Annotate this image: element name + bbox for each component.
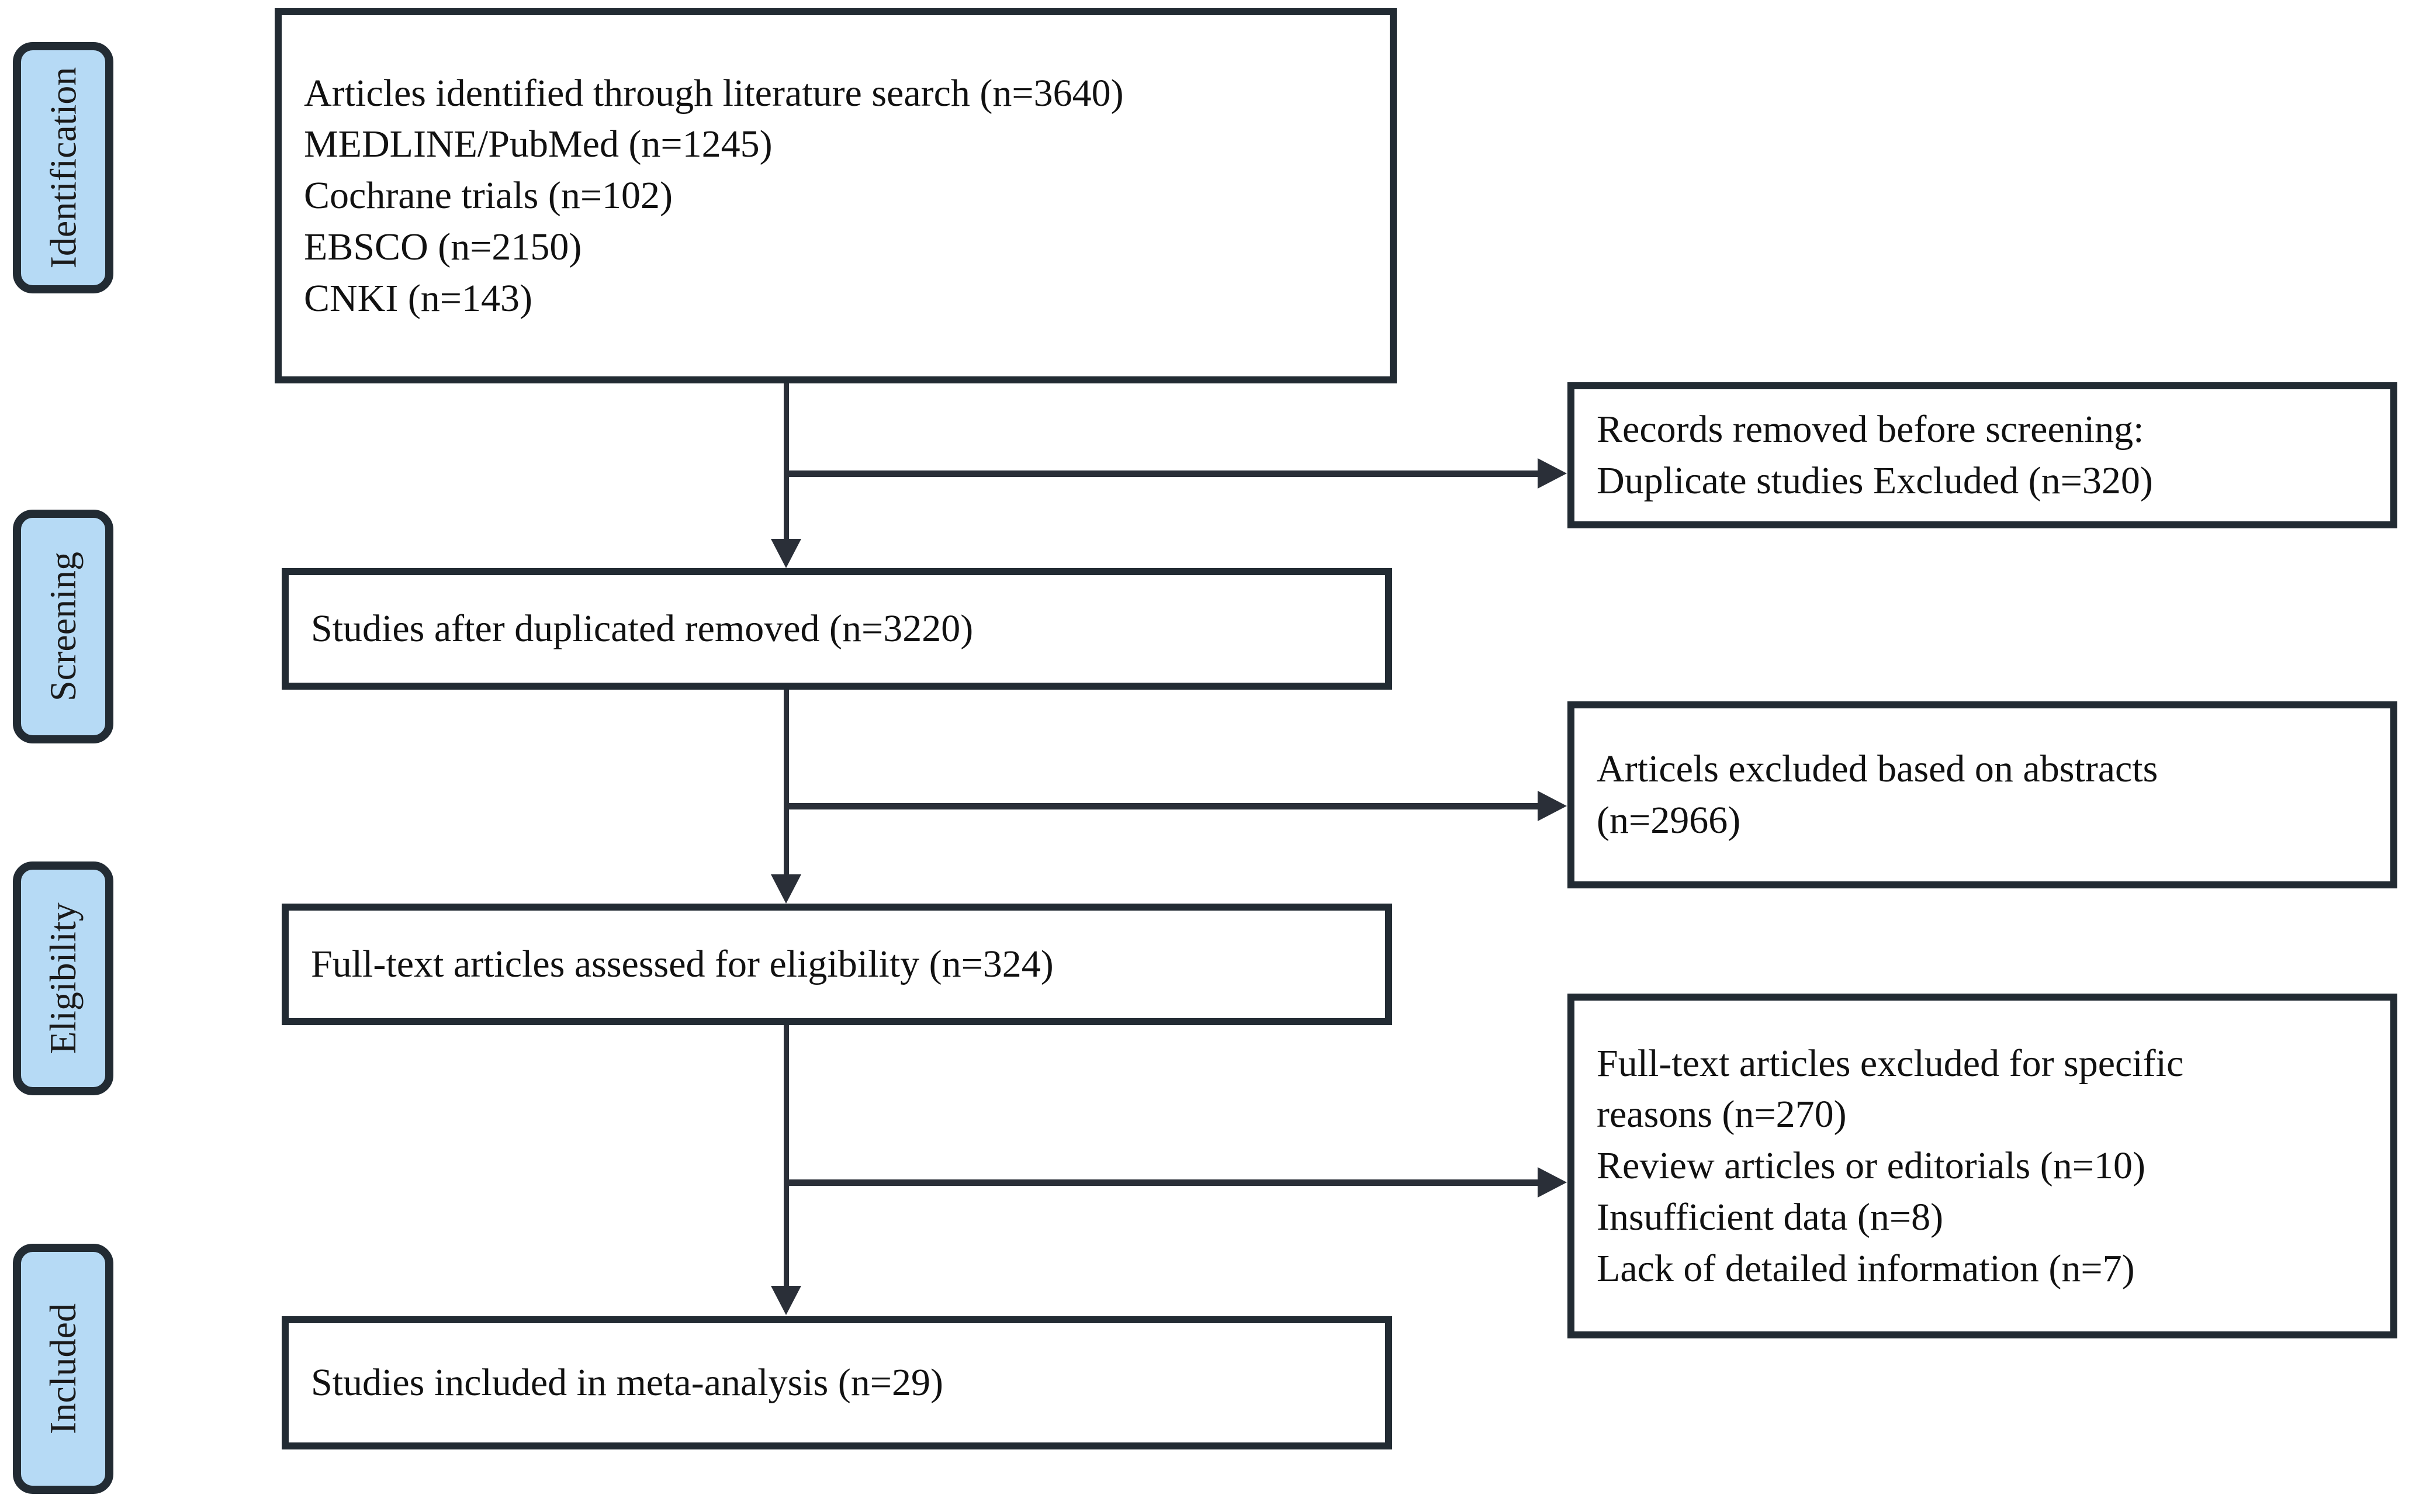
stage-pill-included: Included [13,1244,113,1494]
eligibility-box-text: Full-text articles assessed for eligibil… [289,939,1385,990]
screening-box: Studies after duplicated removed (n=3220… [282,568,1392,690]
arrow-down-to-included [771,1286,801,1315]
stage-pill-included-label: Included [42,1303,84,1434]
abstracts-excluded-line-2: (n=2966) [1597,799,1741,842]
connector-line-to-abstracts-excluded [784,803,1538,809]
arrow-right-to-abstracts-excluded [1538,791,1567,821]
included-box: Studies included in meta-analysis (n=29) [282,1316,1392,1449]
connector-line-to-fulltext-excluded [784,1179,1538,1186]
fulltext-excluded-line-1: Full-text articles excluded for specific [1597,1042,2184,1085]
fulltext-excluded-line-5: Lack of detailed information (n=7) [1597,1247,2135,1290]
eligibility-line-1: Full-text articles assessed for eligibil… [311,943,1054,986]
identification-line-5: CNKI (n=143) [304,276,533,320]
identification-box-text: Articles identified through literature s… [282,68,1390,324]
screening-line-1: Studies after duplicated removed (n=3220… [311,607,974,651]
fulltext-excluded-box: Full-text articles excluded for specific… [1567,994,2397,1338]
screening-box-text: Studies after duplicated removed (n=3220… [289,603,1385,655]
identification-box: Articles identified through literature s… [275,8,1397,383]
abstracts-excluded-box: Articels excluded based on abstracts (n=… [1567,701,2397,888]
included-box-text: Studies included in meta-analysis (n=29) [289,1357,1385,1409]
records-removed-line-2: Duplicate studies Excluded (n=320) [1597,459,2153,502]
stage-pill-identification: Identification [13,42,113,293]
abstracts-excluded-box-text: Articels excluded based on abstracts (n=… [1574,743,2390,846]
stage-pill-screening: Screening [13,510,113,743]
identification-line-4: EBSCO (n=2150) [304,225,582,268]
arrow-down-to-screening [771,539,801,568]
records-removed-line-1: Records removed before screening: [1597,408,2144,451]
fulltext-excluded-line-3: Review articles or editorials (n=10) [1597,1144,2145,1188]
arrow-right-to-fulltext-excluded [1538,1167,1567,1198]
connector-line-to-records-removed [784,470,1538,477]
identification-line-1: Articles identified through literature s… [304,71,1124,115]
records-removed-box: Records removed before screening: Duplic… [1567,382,2397,528]
fulltext-excluded-box-text: Full-text articles excluded for specific… [1574,1038,2390,1295]
eligibility-box: Full-text articles assessed for eligibil… [282,904,1392,1025]
fulltext-excluded-line-2: reasons (n=270) [1597,1093,1847,1136]
included-line-1: Studies included in meta-analysis (n=29) [311,1361,944,1404]
arrow-down-to-eligibility [771,874,801,904]
stage-pill-eligibility: Eligibility [13,861,113,1095]
connector-line-screening-to-eligibility [784,690,789,877]
records-removed-box-text: Records removed before screening: Duplic… [1574,404,2390,507]
stage-pill-eligibility-label: Eligibility [42,902,84,1054]
identification-line-2: MEDLINE/PubMed (n=1245) [304,123,773,166]
fulltext-excluded-line-4: Insufficient data (n=8) [1597,1195,1944,1238]
abstracts-excluded-line-1: Articels excluded based on abstracts [1597,748,2158,791]
stage-pill-identification-label: Identification [42,67,84,269]
identification-line-3: Cochrane trials (n=102) [304,174,673,217]
connector-line-identification-to-screening [784,383,789,541]
connector-line-eligibility-to-included [784,1025,789,1288]
stage-pill-screening-label: Screening [42,552,84,701]
arrow-right-to-records-removed [1538,458,1567,489]
